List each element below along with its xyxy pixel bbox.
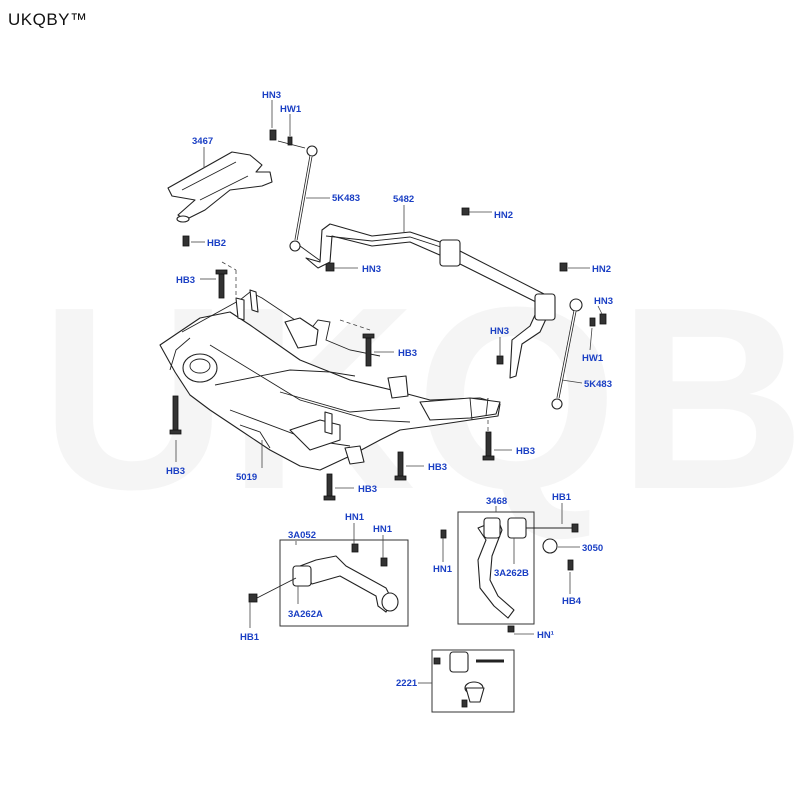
label-hb3-d: HB3	[428, 462, 447, 473]
kit-2221	[418, 649, 515, 713]
label-hb3-b: HB3	[398, 348, 417, 359]
upper-arm-3468	[440, 511, 580, 635]
label-2221: 2221	[396, 678, 418, 689]
label-3467: 3467	[192, 136, 213, 147]
label-hn1-a: HN1	[345, 512, 365, 523]
label-3468: 3468	[486, 496, 507, 507]
label-hn2-b: HN2	[592, 264, 611, 275]
label-hb3-f: HB3	[516, 446, 535, 457]
label-hb1-right: HB1	[552, 492, 572, 503]
label-5k483-left: 5K483	[332, 193, 360, 204]
label-3a052: 3A052	[288, 530, 316, 541]
label-hn1-b: HN1	[373, 524, 393, 535]
label-hw1-right: HW1	[582, 353, 604, 364]
label-3a262a: 3A262A	[288, 609, 323, 620]
label-3050: 3050	[582, 543, 603, 554]
label-hn1-bottom: HN¹	[537, 630, 554, 641]
label-5k483-right: 5K483	[584, 379, 612, 390]
bolts-hb3	[169, 261, 512, 501]
label-hb3-a: HB3	[176, 275, 195, 286]
brand-text: UKQBY™	[8, 10, 88, 29]
label-hn1-c: HN1	[433, 564, 453, 575]
label-hn3-right: HN3	[594, 296, 613, 307]
label-5482: 5482	[393, 194, 414, 205]
label-5019: 5019	[236, 472, 257, 483]
stabilizer-link-right	[496, 298, 607, 410]
label-hn3-top: HN3	[262, 90, 281, 101]
label-hb4: HB4	[562, 596, 582, 607]
label-hn2-a: HN2	[494, 210, 513, 221]
bolt-hb2	[182, 235, 205, 247]
label-hn3-rightlow: HN3	[490, 326, 509, 337]
stabilizer-link-left	[269, 129, 335, 272]
leader-lines	[203, 100, 603, 558]
lower-arm-3A052	[248, 539, 409, 628]
label-3a262b: 3A262B	[494, 568, 529, 579]
label-hb1-left: HB1	[240, 632, 260, 643]
label-hb2: HB2	[207, 238, 226, 249]
label-hb3-e: HB3	[358, 484, 377, 495]
callout-labels: HN3 HW1 3467 HB2 5K483 HN3 5482 HN2 HN2 …	[166, 90, 613, 689]
shield-plate-3467	[167, 151, 273, 223]
stabilizer-bar-5482	[305, 207, 590, 379]
label-hn3-mid: HN3	[362, 264, 381, 275]
label-hw1-top: HW1	[280, 104, 302, 115]
subframe-5019	[159, 289, 501, 471]
label-hb3-c: HB3	[166, 466, 185, 477]
